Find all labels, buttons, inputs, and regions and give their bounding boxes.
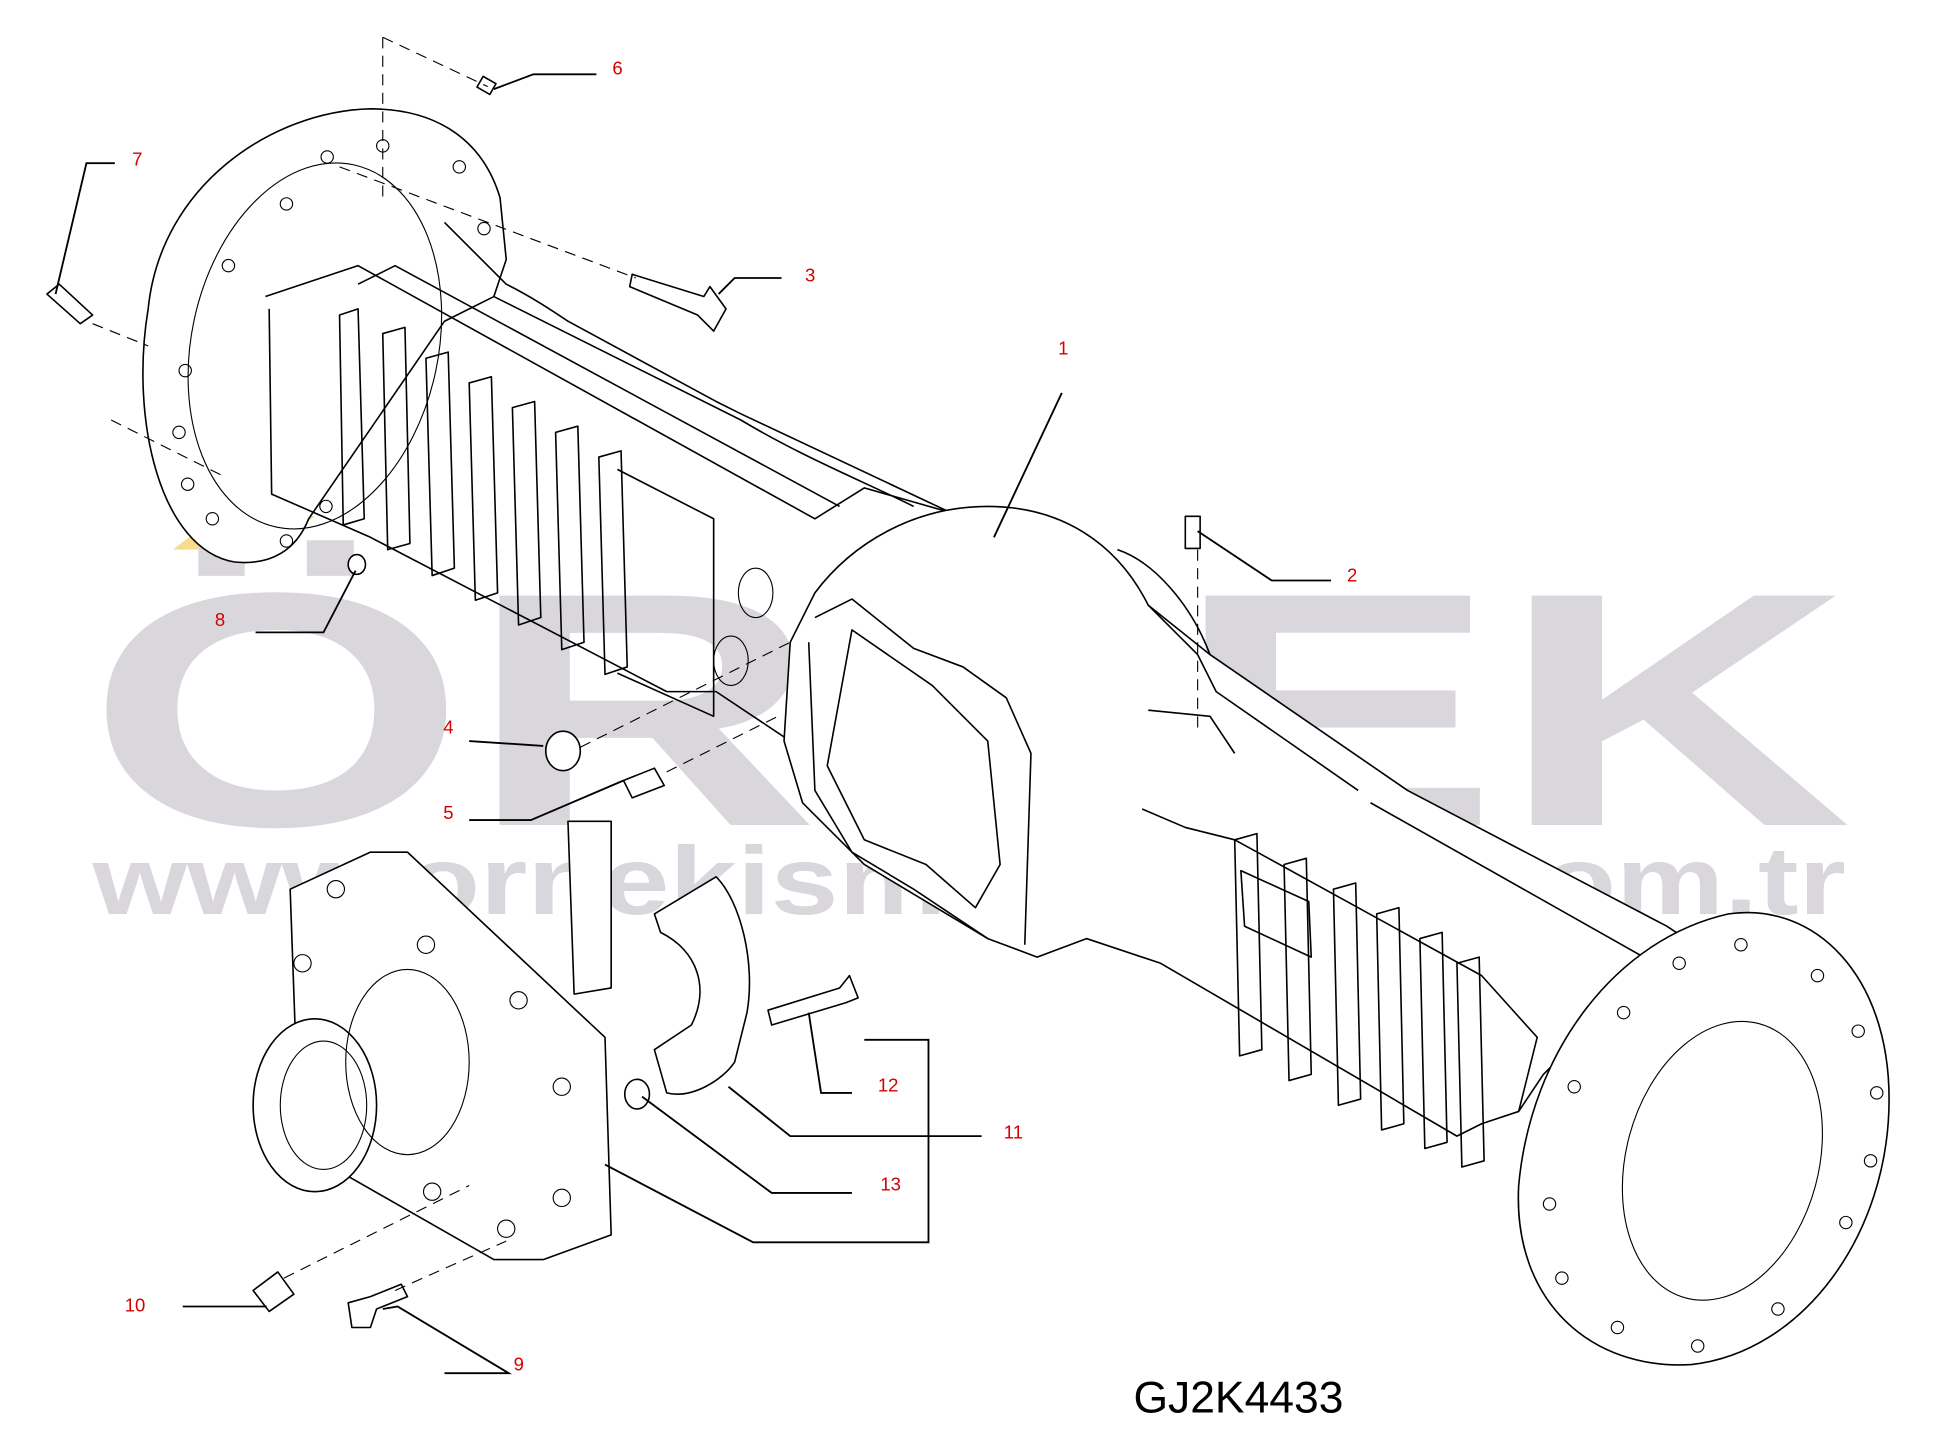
callout-3: 3 xyxy=(805,265,815,286)
leader-lines xyxy=(54,73,1331,1375)
callout-7: 7 xyxy=(132,149,142,170)
callout-2: 2 xyxy=(1347,565,1357,586)
bearing-cap-drawing xyxy=(653,876,751,1095)
callout-8: 8 xyxy=(215,609,225,630)
callout-5: 5 xyxy=(443,802,453,823)
axle-housing-drawing xyxy=(142,108,1890,1366)
callout-9: 9 xyxy=(514,1354,524,1375)
callout-12: 12 xyxy=(878,1075,899,1096)
callout-4: 4 xyxy=(443,717,453,738)
drawing-code: GJ2K4433 xyxy=(1133,1374,1343,1423)
callout-13: 13 xyxy=(880,1173,901,1194)
callout-6: 6 xyxy=(612,57,622,78)
callouts: 1 2 3 4 5 6 7 8 9 10 11 12 13 xyxy=(125,57,1358,1374)
carrier-drawing xyxy=(252,820,612,1261)
callout-11: 11 xyxy=(1004,1122,1023,1143)
assembly-lines xyxy=(92,36,1199,1291)
small-parts-drawing xyxy=(46,75,1201,1329)
callout-1: 1 xyxy=(1058,338,1068,359)
callout-10: 10 xyxy=(125,1294,146,1315)
